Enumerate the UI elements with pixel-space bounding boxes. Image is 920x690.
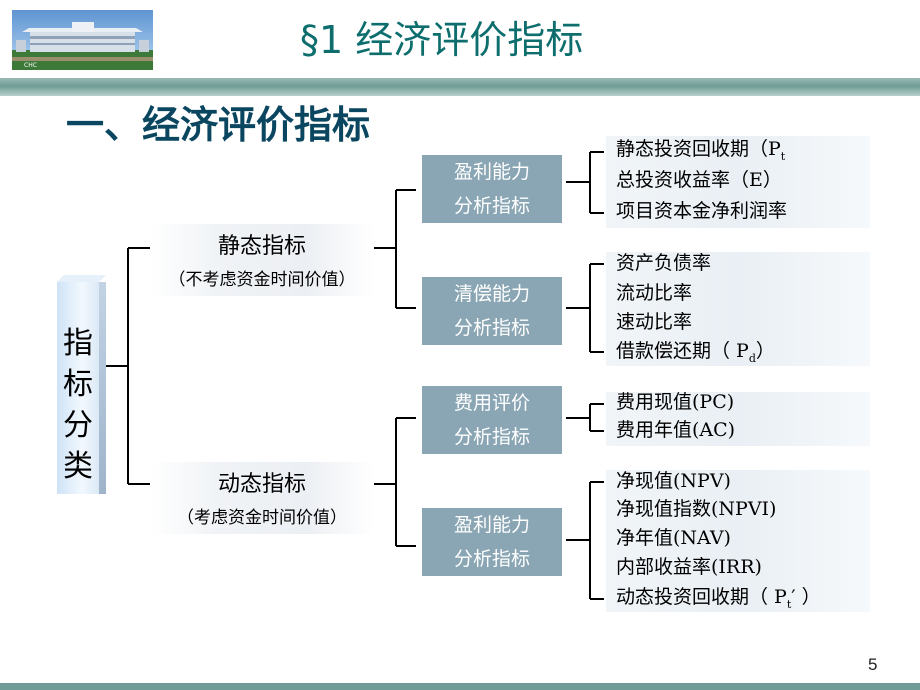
list-item: 静态投资回收期（Pt [616,135,785,171]
items-background [606,470,870,612]
box-line: 分析指标 [453,426,530,448]
category-char: 标 [63,367,93,402]
category-label: 指 标 分 类 [57,323,99,487]
list-item: 净现值指数(NPVI) [616,498,777,520]
item-subscript: d [748,351,756,365]
item-text: 动态投资回收期（ P [616,586,787,608]
items-background [606,136,870,228]
item-text: 借款偿还期（ P [616,340,749,362]
dynamic-label-background [150,462,374,534]
items-background [606,252,870,366]
item-text: 静态投资回收期（P [616,138,781,160]
list-item: 总投资收益率（E） [616,169,782,191]
profitability-dynamic-box: 盈利能力 分析指标 [422,508,562,576]
building-logo-image: CHC [12,10,153,70]
category-char: 分 [63,408,93,443]
dynamic-indicators-title: 动态指标 [217,472,306,497]
page-title: §1 经济评价指标 [300,18,584,62]
list-item: 速动比率 [616,311,693,333]
list-item: 流动比率 [616,282,693,304]
category-char: 类 [63,449,93,484]
dynamic-indicators-subtitle: （考虑资金时间价值） [177,508,347,528]
list-item: 净年值(NAV) [616,527,731,549]
footer-stripe [0,683,920,690]
category-box [57,282,99,494]
box-line: 分析指标 [453,548,530,570]
category-box-top [57,275,106,282]
list-item: 借款偿还期（ Pd） [616,337,775,373]
profitability-static-box: 盈利能力 分析指标 [422,155,562,223]
box-line: 盈利能力 [453,514,530,536]
list-item: 内部收益率(IRR) [616,556,762,578]
cost-evaluation-box: 费用评价 分析指标 [422,386,562,454]
item-text: ） [755,340,775,362]
category-char: 指 [63,326,93,361]
box-line: 费用评价 [453,392,530,414]
list-item: 费用现值(PC) [616,391,735,413]
item-subscript: t [780,149,786,163]
svg-text:CHC: CHC [24,62,37,69]
item-subscript: t [786,597,792,611]
page-number: 5 [868,655,878,674]
header-bar [0,0,920,78]
box-line: 清偿能力 [453,283,530,305]
box-line: 分析指标 [453,195,530,217]
static-label-background [150,224,374,296]
items-background [606,392,870,446]
box-line: 分析指标 [453,317,530,339]
category-box-side [99,282,106,494]
header-stripe [0,78,920,96]
list-item: 动态投资回收期（ Pt′ ） [616,583,821,619]
static-indicators-subtitle: （不考虑资金时间价值） [168,270,356,290]
solvency-box: 清偿能力 分析指标 [422,277,562,345]
static-indicators-title: 静态指标 [217,234,306,259]
list-item: 费用年值(AC) [616,419,736,441]
list-item: 净现值(NPV) [616,470,731,492]
list-item: 资产负债率 [616,252,712,274]
item-text: ′ ） [791,586,821,608]
list-item: 项目资本金净利润率 [616,200,788,222]
section-heading: 一、经济评价指标 [66,102,371,147]
box-line: 盈利能力 [453,161,530,183]
